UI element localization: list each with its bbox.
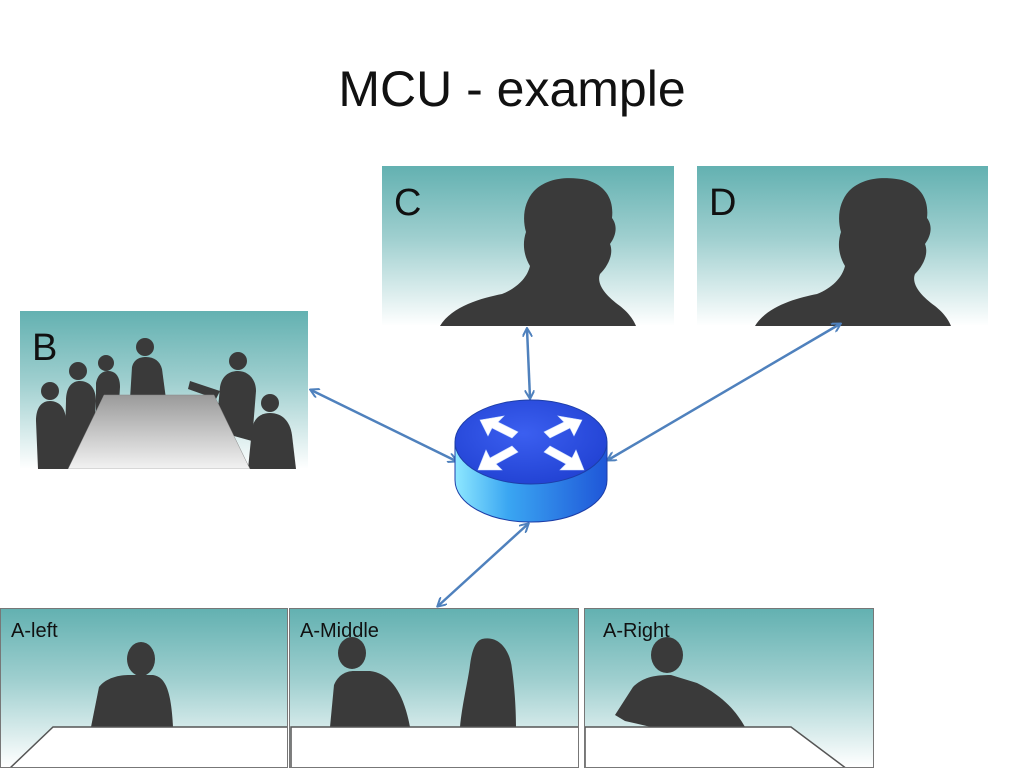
participant-c-panel: C: [382, 166, 674, 326]
participant-a-middle-label: A-Middle: [300, 620, 379, 642]
person-silhouette-icon: [290, 637, 578, 767]
router-icon: [454, 399, 608, 523]
participant-b-panel: B: [20, 311, 308, 469]
participant-c-label: C: [394, 182, 422, 224]
person-silhouette-icon: [585, 637, 846, 767]
link-b-mcu: [311, 390, 456, 461]
participant-b-label: B: [32, 327, 58, 369]
link-a-mcu: [438, 524, 528, 606]
link-d-mcu: [608, 324, 840, 460]
person-silhouette-icon: [755, 178, 951, 326]
meeting-room-icon: [36, 338, 296, 469]
participant-d-panel: D: [697, 166, 988, 326]
person-silhouette-icon: [440, 178, 636, 326]
participant-a-left-label: A-left: [11, 620, 58, 642]
link-c-mcu: [527, 329, 530, 398]
page-title: MCU - example: [338, 61, 686, 117]
participant-d-label: D: [709, 182, 737, 224]
participant-a-left-panel: A-left: [0, 608, 288, 768]
participant-a-middle-panel: A-Middle: [289, 608, 579, 768]
participant-a-right-label: A-Right: [603, 620, 670, 642]
person-silhouette-icon: [10, 642, 287, 767]
participant-a-right-panel: A-Right: [584, 608, 874, 768]
